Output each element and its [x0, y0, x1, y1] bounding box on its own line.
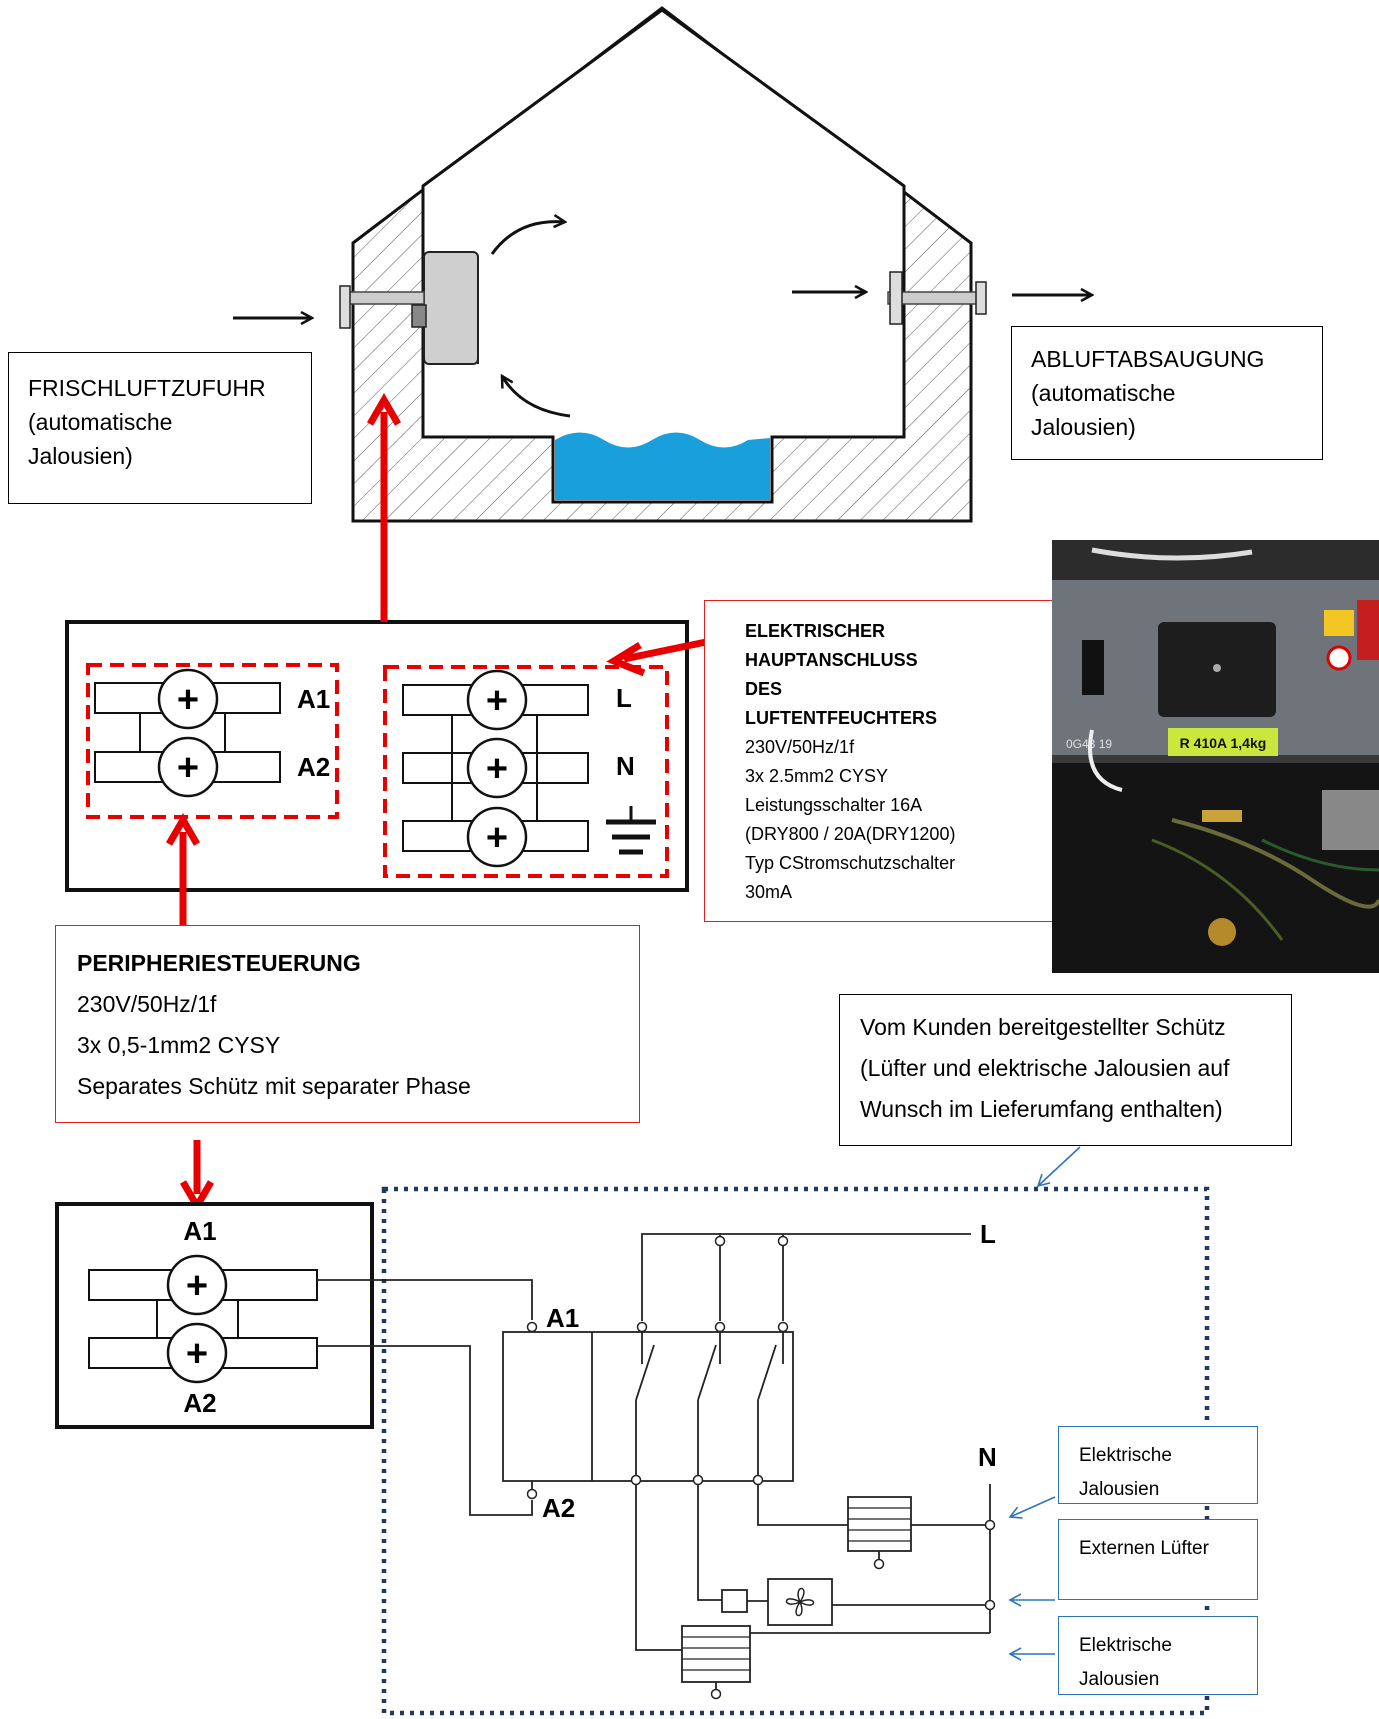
- dehumidifier-unit: [423, 251, 479, 365]
- schematic-label-l: L: [980, 1219, 996, 1249]
- contactor-note-line: (Lüfter und elektrische Jalousien auf: [860, 1055, 1230, 1081]
- main-connection-spec: Typ CStromschutzschalter: [745, 853, 956, 873]
- blue-pointer-arrows: [1008, 1146, 1081, 1661]
- power-terminal-group: [383, 665, 669, 878]
- airflow-arrow: [502, 376, 571, 418]
- load-label-luefter: Externen Lüfter: [1058, 1519, 1258, 1600]
- svg-text:+: +: [486, 817, 508, 859]
- load-label-line: Jalousien: [1079, 1479, 1160, 1500]
- contactor-schematic: [317, 1186, 1210, 1716]
- schematic-label-a1: A1: [546, 1303, 579, 1333]
- main-connection-title: ELEKTRISCHER: [745, 621, 886, 641]
- louver-icon: [681, 1625, 751, 1700]
- schematic-label-n: N: [978, 1442, 997, 1472]
- peripheral-title: PERIPHERIESTEUERUNG: [77, 950, 361, 976]
- svg-text:+: +: [186, 1265, 208, 1307]
- terminal-label-l: L: [616, 683, 632, 713]
- terminal-screw-icon: [166, 1322, 228, 1384]
- terminal-label-a1: A1: [297, 684, 330, 714]
- terminal-label-a1-bottom: A1: [183, 1216, 216, 1246]
- peripheral-control-box: PERIPHERIESTEUERUNG 230V/50Hz/1f 3x 0,5-…: [55, 925, 640, 1123]
- schematic-labels: L N A1 A2: [542, 1219, 997, 1523]
- main-connection-spec: 230V/50Hz/1f: [745, 737, 855, 757]
- fresh-air-label-box: FRISCHLUFTZUFUHR (automatische Jalousien…: [8, 352, 312, 504]
- load-label-line: Elektrische: [1079, 1635, 1172, 1656]
- airflow-arrow: [490, 222, 565, 255]
- terminal-label-a2-bottom: A2: [183, 1388, 216, 1418]
- terminal-label-n: N: [616, 751, 635, 781]
- main-connection-box: ELEKTRISCHER HAUPTANSCHLUSS DES LUFTENTF…: [704, 600, 1075, 922]
- terminal-block-bottom: A1 A2 + +: [55, 1202, 374, 1429]
- svg-text:+: +: [186, 1333, 208, 1375]
- contactor-note-box: Vom Kunden bereitgestellter Schütz (Lüft…: [839, 994, 1292, 1146]
- terminal-screw-icon: [157, 736, 219, 798]
- main-connection-spec: (DRY800 / 20A(DRY1200): [745, 824, 956, 844]
- fresh-air-line: (automatische: [28, 409, 173, 435]
- house-interior: [421, 8, 906, 504]
- terminal-screw-icon: [466, 806, 528, 868]
- main-connection-title: DES: [745, 679, 783, 699]
- svg-text:+: +: [177, 679, 199, 721]
- load-label-line: Jalousien: [1079, 1669, 1160, 1690]
- fresh-air-line: Jalousien): [28, 443, 133, 469]
- device-photo: R 410A 1,4kg 0G43 19: [1052, 540, 1379, 973]
- main-connection-title: LUFTENTFEUCHTERS: [745, 708, 937, 728]
- main-connection-spec: Leistungsschalter 16A: [745, 795, 923, 815]
- main-connection-spec: 3x 2.5mm2 CYSY: [745, 766, 889, 786]
- fresh-air-duct: [339, 285, 427, 329]
- house-diagram: [233, 6, 1092, 523]
- customer-supply-boundary: [381, 1186, 1210, 1716]
- terminal-label-a2: A2: [297, 752, 330, 782]
- photo-refrigerant-label: R 410A 1,4kg: [1180, 735, 1267, 751]
- exhaust-label-box: ABLUFTABSAUGUNG (automatische Jalousien): [1011, 326, 1323, 460]
- svg-text:+: +: [486, 748, 508, 790]
- main-connection-title: HAUPTANSCHLUSS: [745, 650, 918, 670]
- fresh-air-title: FRISCHLUFTZUFUHR: [28, 375, 266, 401]
- terminal-screw-icon: [466, 737, 528, 799]
- peripheral-spec: 3x 0,5-1mm2 CYSY: [77, 1032, 281, 1058]
- water-pool: [555, 432, 770, 500]
- contactor-note-line: Wunsch im Lieferumfang enthalten): [860, 1096, 1223, 1122]
- exhaust-line: Jalousien): [1031, 414, 1136, 440]
- peripheral-spec: Separates Schütz mit separater Phase: [77, 1073, 471, 1099]
- terminal-screw-icon: [466, 669, 528, 731]
- exhaust-line: (automatische: [1031, 380, 1176, 406]
- exhaust-duct: [887, 271, 987, 325]
- exhaust-title: ABLUFTABSAUGUNG: [1031, 346, 1265, 372]
- ground-icon: [606, 806, 656, 855]
- svg-text:+: +: [177, 747, 199, 789]
- schematic-label-a2: A2: [542, 1493, 575, 1523]
- load-label-line: Elektrische: [1079, 1445, 1172, 1466]
- terminal-screw-icon: [157, 668, 219, 730]
- control-terminal-group: [86, 663, 339, 819]
- load-label-line: Externen Lüfter: [1079, 1538, 1209, 1559]
- contactor-note-line: Vom Kunden bereitgestellter Schütz: [860, 1014, 1226, 1040]
- load-label-jalousien-2: Elektrische Jalousien: [1058, 1616, 1258, 1695]
- fan-icon: [721, 1578, 833, 1626]
- louver-icon: [847, 1496, 912, 1570]
- terminal-screw-icon: [166, 1254, 228, 1316]
- svg-text:+: +: [486, 680, 508, 722]
- load-label-jalousien-1: Elektrische Jalousien: [1058, 1426, 1258, 1504]
- peripheral-spec: 230V/50Hz/1f: [77, 991, 217, 1017]
- terminal-block-top: + + A1 A2 + + + L N: [65, 620, 689, 892]
- main-connection-spec: 30mA: [745, 882, 793, 902]
